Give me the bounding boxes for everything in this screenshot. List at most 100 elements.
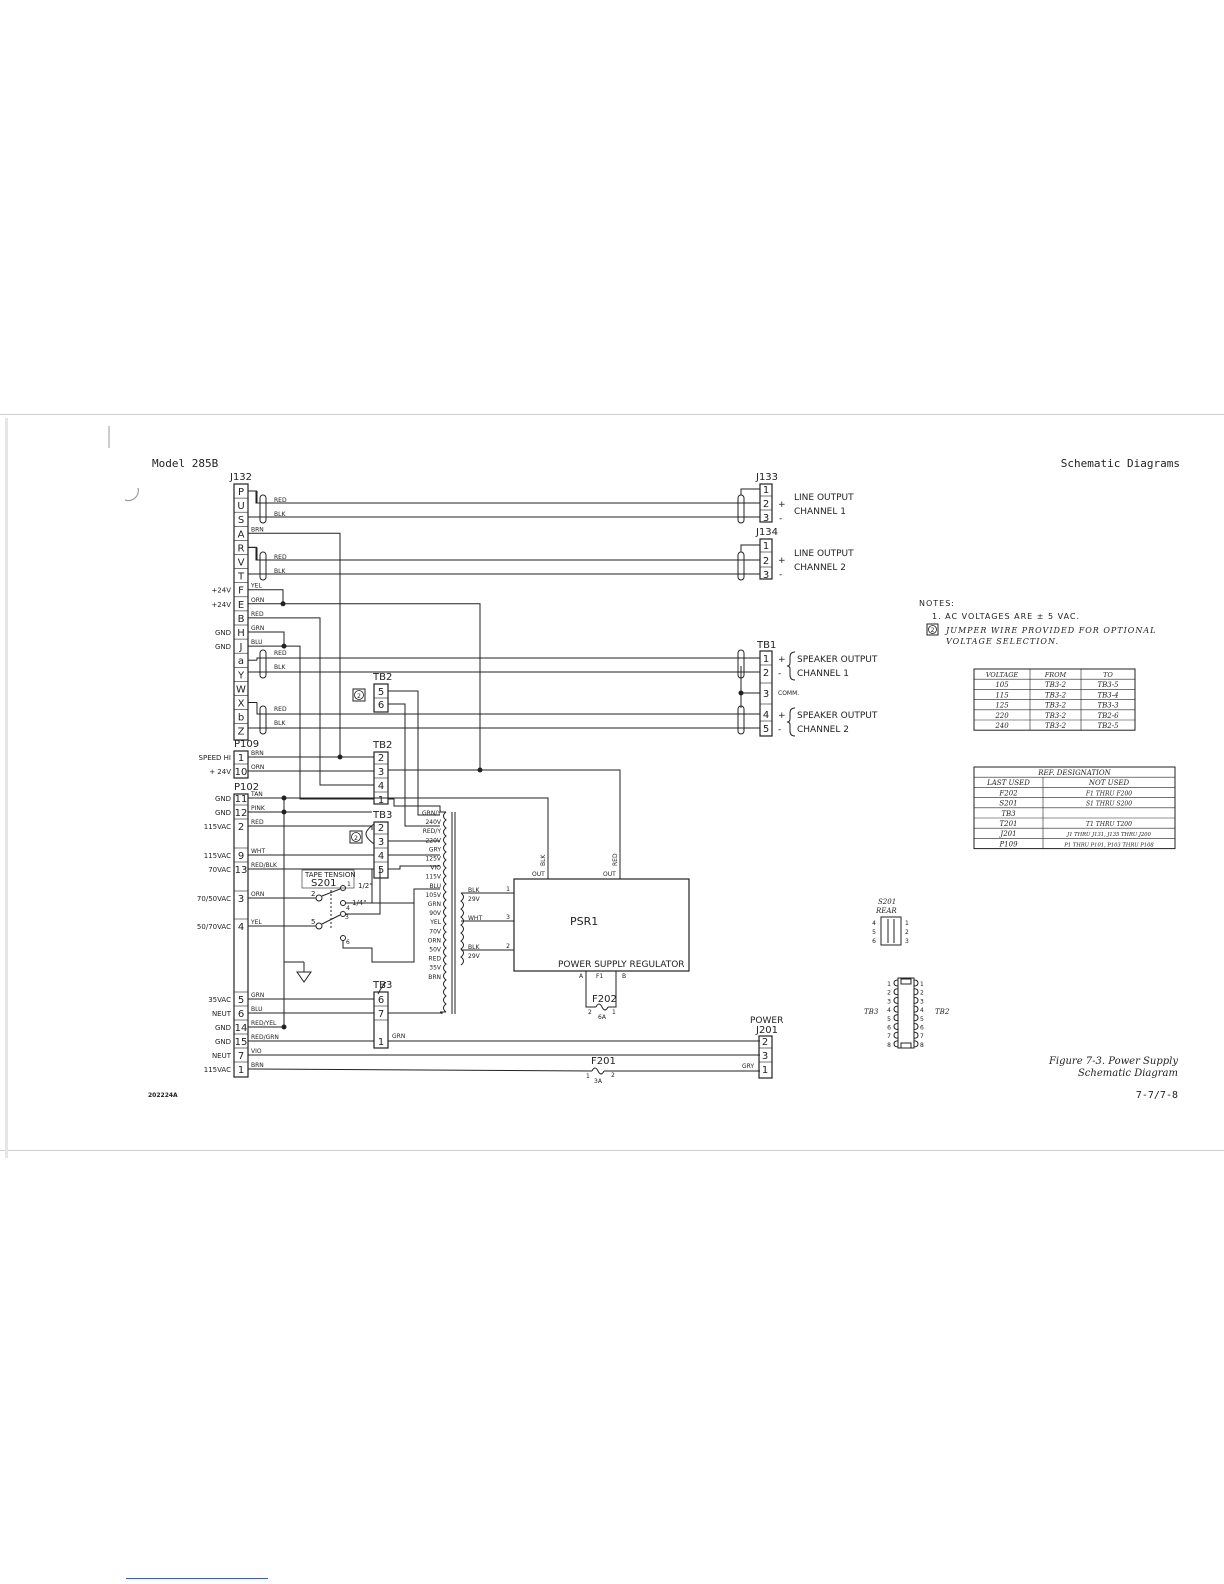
wire-color: ORN	[251, 764, 264, 771]
tb2-pin: 6	[378, 700, 384, 711]
ref-table-cell: J1 THRU J131, J135 THRU J200	[1066, 832, 1151, 838]
tb1-spk2b: CHANNEL 2	[797, 725, 849, 735]
voltage-table-cell: 105	[995, 681, 1009, 689]
ref-table-header: NOT USED	[1088, 779, 1130, 787]
p109-left-label: + 24V	[209, 768, 231, 776]
svg-text:VOLTAGE SELECTION.: VOLTAGE SELECTION.	[946, 637, 1059, 646]
wire-color: BLK	[274, 664, 286, 671]
svg-text:J201: J201	[755, 1025, 778, 1036]
svg-text:F202: F202	[592, 994, 617, 1005]
s201-rear-pin: 2	[905, 929, 909, 936]
fuse-f201: F201 3A 1 2	[586, 1056, 616, 1085]
switch-position: 1/2"	[358, 882, 373, 890]
voltage-table-cell: TB2-5	[1097, 722, 1119, 730]
ref-table-cell: J201	[998, 830, 1016, 838]
j134-pin: 1	[763, 541, 769, 552]
tb-detail-pin: 1	[887, 981, 891, 988]
voltage-table-cell: TB3-2	[1045, 712, 1067, 720]
voltage-table-cell: TB3-2	[1045, 681, 1067, 689]
transformer-tap-label: GRY	[429, 846, 441, 853]
ground-symbol	[284, 961, 312, 983]
psr-pin-number: 3	[506, 914, 510, 921]
tb-detail-pin: 5	[920, 1016, 924, 1023]
transformer-tap-label: RED	[428, 956, 441, 963]
transformer-tap-label: GRN/Y	[422, 810, 441, 817]
wire-color: RED	[274, 497, 287, 504]
connector-j133: J133 123+- LINE OUTPUT CHANNEL 1	[755, 472, 854, 524]
tb-detail-pin: 7	[887, 1033, 891, 1040]
ref-table-cell: F1 THRU F200	[1085, 790, 1132, 797]
j133-sign: -	[779, 514, 782, 524]
svg-text:OUT: OUT	[603, 871, 616, 878]
voltage-table-cell: TB3-3	[1097, 702, 1119, 710]
p102-pin: 5	[238, 995, 244, 1006]
p102-pin: 3	[238, 894, 244, 905]
wire-color: BLU	[251, 639, 263, 646]
j132-pin: J	[239, 642, 243, 653]
wire-color: PINK	[251, 805, 266, 812]
svg-text:PSR1: PSR1	[570, 915, 598, 928]
j132-ref: J132	[229, 472, 252, 483]
transformer-tap-label: 125V	[425, 856, 441, 863]
j132-pin: P	[238, 487, 244, 498]
j132-left-label: GND	[215, 643, 231, 651]
junction-dot	[281, 1024, 287, 1030]
tb-detail-pin: 5	[887, 1016, 891, 1023]
voltage-table-cell: TB3-2	[1045, 691, 1067, 699]
tb2-pin: 4	[378, 781, 384, 792]
svg-text:NOTES:: NOTES:	[919, 599, 955, 608]
p102-left-label: 115VAC	[204, 823, 231, 831]
power-supply-regulator-psr1: PSR1 POWER SUPPLY REGULATOR OUT OUT BLK …	[513, 853, 690, 980]
tb-detail-pin: 3	[887, 998, 891, 1005]
tb-detail-pin: 2	[887, 990, 891, 997]
ref-table-cell: TB3	[1001, 810, 1016, 818]
j133-pin: 3	[763, 513, 769, 524]
p102-pin: 13	[235, 865, 248, 876]
wire-color: GRN	[251, 625, 264, 632]
svg-text:1: 1	[586, 1073, 590, 1080]
tb3-pin: 3	[378, 837, 384, 848]
wire-color: GRY	[742, 1063, 754, 1070]
p102-left-label: GND	[215, 809, 231, 817]
svg-text:TB3: TB3	[372, 810, 392, 821]
voltage-table-header: VOLTAGE	[986, 671, 1019, 679]
section-label: Schematic Diagrams	[1061, 457, 1180, 470]
secondary-color: BLK	[468, 887, 480, 894]
j132-pin: b	[238, 713, 244, 724]
svg-text:JUMPER WIRE PROVIDED FOR OPTIO: JUMPER WIRE PROVIDED FOR OPTIONAL	[944, 626, 1156, 635]
tb-detail-pin: 4	[887, 1007, 891, 1014]
ref-table-cell: P1 THRU P101, P103 THRU P108	[1063, 842, 1154, 848]
ref-table-cell: T1 THRU T200	[1086, 821, 1132, 828]
voltage-table-cell: TB3-2	[1045, 722, 1067, 730]
svg-text:4: 4	[346, 905, 350, 912]
j132-pin: F	[238, 586, 244, 597]
wire-color: YEL	[250, 583, 262, 590]
j134-sign: -	[779, 570, 782, 580]
tb1-ref: TB1	[756, 640, 776, 651]
tb-detail-pin: 1	[920, 981, 924, 988]
transformer-tap-label: YEL	[429, 919, 441, 926]
power-connector-j201: POWER J201 231	[750, 1016, 783, 1079]
tb-detail-pin: 6	[887, 1025, 891, 1032]
p102-left-label: NEUT	[212, 1010, 232, 1018]
wire-color: GRN	[251, 992, 264, 999]
tb3-pin: 6	[378, 995, 384, 1006]
tb-detail-pin: 7	[920, 1033, 924, 1040]
p109-pin: 10	[235, 767, 248, 778]
voltage-table-header: TO	[1103, 671, 1113, 679]
wire-color: RED/GRN	[251, 1034, 279, 1041]
secondary-color: BLK	[468, 944, 480, 951]
j132-left-label: GND	[215, 629, 231, 637]
tb3-pin: 7	[378, 1009, 384, 1020]
svg-text:2: 2	[357, 693, 361, 700]
wire-color: GRN	[392, 1033, 405, 1040]
p102-left-label: NEUT	[212, 1052, 232, 1060]
model-label: Model 285B	[152, 457, 219, 470]
